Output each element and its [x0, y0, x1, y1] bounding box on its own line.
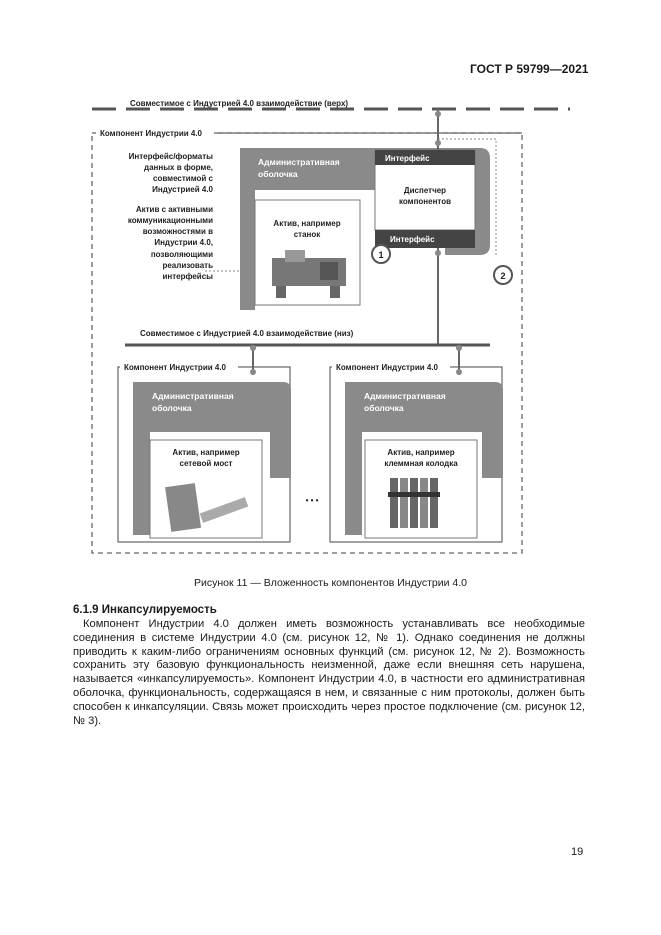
- svg-text:Совместимое с Индустрией 4.0 в: Совместимое с Индустрией 4.0 взаимодейст…: [140, 329, 354, 338]
- svg-text:компонентов: компонентов: [399, 197, 451, 206]
- svg-text:совместимой с: совместимой с: [153, 174, 214, 183]
- body-paragraph: Компонент Индустрии 4.0 должен иметь воз…: [73, 618, 585, 727]
- svg-text:1: 1: [378, 250, 383, 260]
- main-shell-label: Административная оболочка: [258, 157, 340, 179]
- svg-text:возможностями в: возможностями в: [143, 227, 213, 236]
- svg-text:2: 2: [500, 271, 505, 281]
- svg-text:Административная: Административная: [258, 157, 340, 167]
- svg-text:Интерфейс/форматы: Интерфейс/форматы: [129, 152, 214, 161]
- machine-tool-image: [272, 250, 346, 298]
- interface-top: [375, 150, 475, 165]
- figure-caption: Рисунок 11 — Вложенность компонентов Инд…: [194, 577, 467, 589]
- svg-text:позволяющими: позволяющими: [151, 250, 213, 259]
- svg-text:коммуникационными: коммуникационными: [128, 216, 213, 225]
- main-asset-box: [254, 199, 361, 306]
- svg-text:оболочка: оболочка: [152, 403, 192, 413]
- svg-text:Интерфейс: Интерфейс: [385, 154, 430, 163]
- svg-text:Актив, например: Актив, например: [172, 448, 239, 457]
- ellipsis: • • •: [306, 496, 319, 505]
- svg-text:Актив, например: Актив, например: [387, 448, 454, 457]
- nesting-diagram: Совместимое с Индустрией 4.0 взаимодейст…: [91, 99, 570, 554]
- terminal-block-image: [388, 478, 440, 528]
- svg-text:оболочка: оболочка: [258, 169, 298, 179]
- standard-code: ГОСТ Р 59799—2021: [470, 62, 589, 76]
- svg-text:сетевой мост: сетевой мост: [180, 459, 233, 468]
- note-active-asset: Актив с активными коммуникационными возм…: [128, 205, 213, 281]
- sub-shell-left: [133, 382, 291, 535]
- page-number: 19: [571, 846, 584, 858]
- section-title: 6.1.9 Инкапсулируемость: [73, 604, 217, 616]
- svg-text:Компонент Индустрии 4.0: Компонент Индустрии 4.0: [124, 363, 227, 372]
- outer-component-frame: [91, 132, 523, 554]
- svg-text:Компонент Индустрии 4.0: Компонент Индустрии 4.0: [336, 363, 439, 372]
- svg-text:Административная: Административная: [152, 391, 234, 401]
- svg-text:Административная: Административная: [364, 391, 446, 401]
- svg-text:Актив с активными: Актив с активными: [136, 205, 213, 214]
- top-bus-label: Совместимое с Индустрией 4.0 взаимодейст…: [130, 99, 348, 108]
- svg-text:Актив, например: Актив, например: [273, 219, 340, 228]
- svg-text:Интерфейс: Интерфейс: [390, 235, 435, 244]
- note-interfaces: Интерфейс/форматы данных в форме, совмес…: [129, 152, 214, 194]
- svg-text:интерфейсы: интерфейсы: [162, 272, 213, 281]
- sub-shell-right: [345, 382, 503, 535]
- svg-text:Индустрии 4.0,: Индустрии 4.0,: [154, 238, 213, 247]
- interface-bottom: [375, 230, 475, 248]
- callout-1: [371, 244, 391, 264]
- svg-text:Диспетчер: Диспетчер: [404, 186, 446, 195]
- network-bridge-image: [165, 483, 249, 532]
- callout-2: [493, 265, 513, 285]
- svg-text:данных в форме,: данных в форме,: [144, 163, 213, 172]
- outer-component-label: Компонент Индустрии 4.0: [100, 129, 203, 138]
- svg-text:клеммная колодка: клеммная колодка: [384, 459, 458, 468]
- svg-text:оболочка: оболочка: [364, 403, 404, 413]
- svg-text:реализовать: реализовать: [162, 261, 213, 270]
- svg-text:станок: станок: [294, 230, 322, 239]
- svg-text:Индустрией 4.0: Индустрией 4.0: [152, 185, 213, 194]
